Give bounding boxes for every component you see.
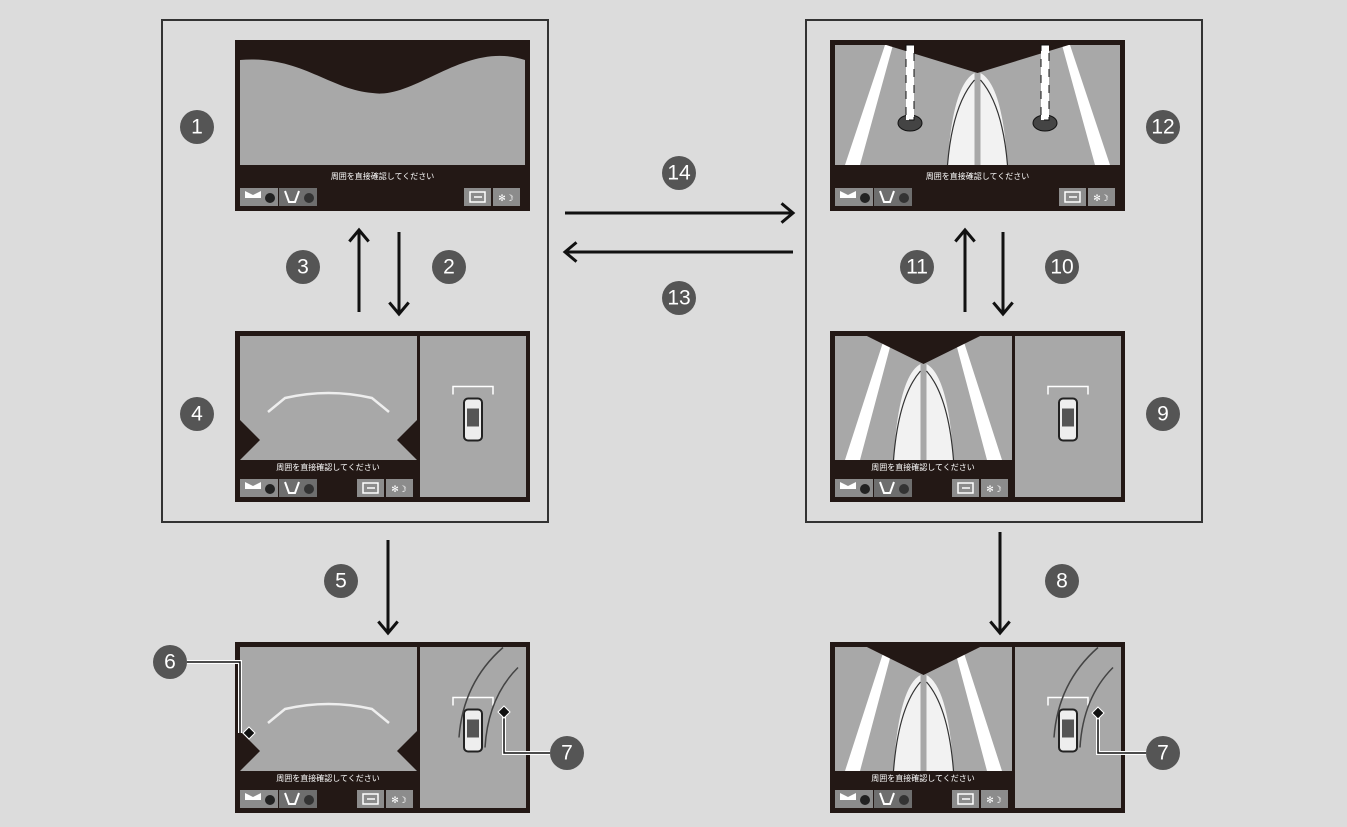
callout-1: 1	[180, 110, 214, 144]
svg-text:9: 9	[1157, 403, 1169, 426]
front-view-group-frame	[161, 19, 549, 523]
pole	[1040, 44, 1050, 121]
vehicle-side	[893, 364, 954, 460]
callout-9: 9	[1146, 397, 1180, 431]
callout-6: 6	[153, 645, 187, 679]
leader-7-right	[1091, 706, 1146, 755]
camera-image	[240, 336, 417, 460]
screen-front-view-with-topview: 周囲を直接確認してください ✻☽	[235, 331, 530, 502]
svg-text:2: 2	[443, 256, 455, 279]
guide-line	[267, 391, 390, 413]
side-view-group-frame	[805, 19, 1203, 523]
svg-text:3: 3	[297, 256, 309, 279]
arrow-left-13	[562, 241, 793, 263]
svg-text:6: 6	[164, 651, 176, 674]
exit-icon	[362, 482, 379, 494]
brightness-button[interactable]	[493, 188, 520, 206]
callout-5: 5	[324, 564, 358, 598]
guide-line	[267, 702, 390, 724]
arrow-up-11	[954, 227, 976, 312]
svg-text:4: 4	[191, 403, 203, 426]
brightness-icon: ✻☽	[498, 194, 514, 204]
camera-image	[240, 647, 417, 771]
exit-icon	[362, 793, 379, 805]
svg-text:5: 5	[335, 570, 347, 593]
vehicle-hood-shadow	[240, 45, 525, 94]
screen-message: 周囲を直接確認してください	[276, 773, 380, 783]
brightness-icon: ✻☽	[1093, 194, 1109, 204]
side-camera-icon	[284, 792, 300, 805]
svg-text:11: 11	[906, 256, 928, 279]
side-camera-icon	[879, 792, 895, 805]
callout-10: 10	[1045, 250, 1079, 284]
brightness-button[interactable]	[386, 479, 413, 497]
brightness-button[interactable]	[981, 479, 1008, 497]
screen-message: 周囲を直接確認してください	[871, 773, 975, 783]
predicted-track	[1053, 646, 1114, 748]
brightness-icon: ✻☽	[391, 485, 407, 495]
arrow-up-3	[348, 227, 370, 312]
svg-text:12: 12	[1151, 116, 1174, 139]
callout-7: 7	[1146, 736, 1180, 770]
leader-6	[187, 660, 256, 740]
callout-14: 14	[662, 156, 696, 190]
callout-11: 11	[900, 250, 934, 284]
svg-text:7: 7	[561, 742, 573, 765]
callout-13: 13	[662, 281, 696, 315]
callout-4: 4	[180, 397, 214, 431]
svg-text:10: 10	[1050, 256, 1073, 279]
exit-icon	[957, 793, 974, 805]
brightness-button[interactable]	[386, 790, 413, 808]
front-camera-icon	[840, 793, 856, 800]
svg-text:7: 7	[1157, 742, 1169, 765]
callout-8: 8	[1045, 564, 1079, 598]
callout-12: 12	[1146, 110, 1180, 144]
side-camera-icon	[879, 190, 895, 203]
arrow-down-5	[377, 540, 399, 636]
svg-text:8: 8	[1056, 570, 1068, 593]
screen-front-wide-view: 周囲を直接確認してください ✻☽	[235, 40, 530, 211]
front-camera-icon	[840, 482, 856, 489]
exit-icon	[1064, 191, 1081, 203]
pole	[905, 44, 915, 121]
svg-text:13: 13	[667, 287, 690, 310]
svg-text:14: 14	[667, 162, 691, 185]
callout-2: 2	[432, 250, 466, 284]
arrow-down-10	[992, 232, 1014, 317]
lane-markings	[845, 336, 1002, 460]
screen-side-split-with-topview: 周囲を直接確認してください ✻☽	[830, 331, 1125, 502]
side-camera-icon	[284, 481, 300, 494]
screen-front-view-track: 周囲を直接確認してください ✻☽	[235, 642, 530, 813]
vehicle-side	[947, 73, 1008, 165]
arrow-down-8	[989, 532, 1011, 636]
front-camera-icon	[840, 191, 856, 198]
screen-message: 周囲を直接確認してください	[926, 171, 1030, 181]
brightness-button[interactable]	[981, 790, 1008, 808]
exit-icon	[469, 191, 486, 203]
screen-message: 周囲を直接確認してください	[871, 462, 975, 472]
vehicle-side	[893, 675, 954, 771]
arrow-right-14	[565, 202, 796, 224]
lane-markings	[845, 647, 1002, 771]
front-camera-icon	[245, 191, 261, 198]
leader-7-left	[497, 705, 550, 755]
front-camera-icon	[245, 482, 261, 489]
side-camera-icon	[879, 481, 895, 494]
screen-side-split-view: 周囲を直接確認してください ✻☽	[830, 40, 1125, 211]
callout-3: 3	[286, 250, 320, 284]
front-camera-icon	[245, 793, 261, 800]
brightness-icon: ✻☽	[391, 796, 407, 806]
predicted-track	[458, 646, 519, 748]
brightness-button[interactable]	[1088, 188, 1115, 206]
brightness-icon: ✻☽	[986, 796, 1002, 806]
screen-side-split-track: 周囲を直接確認してください ✻☽	[830, 642, 1125, 813]
screen-message: 周囲を直接確認してください	[331, 171, 435, 181]
arrow-down-2	[388, 232, 410, 317]
svg-text:1: 1	[191, 116, 203, 139]
brightness-icon: ✻☽	[986, 485, 1002, 495]
screen-message: 周囲を直接確認してください	[276, 462, 380, 472]
side-camera-icon	[284, 190, 300, 203]
exit-icon	[957, 482, 974, 494]
callout-7: 7	[550, 736, 584, 770]
